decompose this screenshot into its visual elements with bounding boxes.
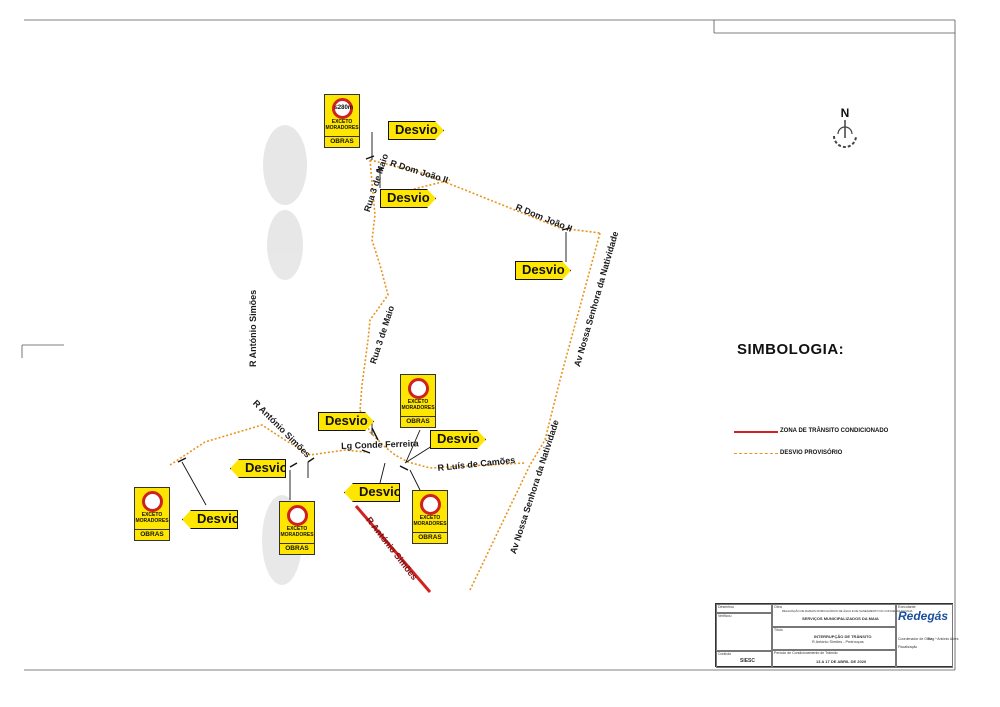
work-description: REALIZAÇÃO DE RAMAIS DOMICILIÁRIOS DE ÁG… xyxy=(782,609,913,613)
title-block-right xyxy=(896,604,953,668)
no-entry-sign: EXCETO MORADORES OBRAS xyxy=(400,374,436,428)
title-line-2: R António Simões - Pedrouços xyxy=(812,640,864,644)
works-label: OBRAS xyxy=(401,416,435,427)
redegas-logo: Redegás xyxy=(898,609,949,623)
detour-arrow-sign: Desvio xyxy=(388,121,444,140)
period-label: Período de Condicionamento de Trânsito xyxy=(774,651,838,655)
works-label: OBRAS xyxy=(135,529,169,540)
title-block-center xyxy=(772,604,896,668)
detour-arrow-sign: Desvio xyxy=(318,412,374,431)
inspection-label: Fiscalização xyxy=(898,645,918,649)
title-block-left xyxy=(716,604,772,668)
client-label: Executante xyxy=(898,605,916,609)
legend-label-restricted: ZONA DE TRÂNSITO CONDICIONADO xyxy=(780,428,889,434)
work-label: Obra xyxy=(774,605,782,609)
north-label: N xyxy=(841,106,850,120)
title-block-row xyxy=(772,626,896,628)
no-entry-disc-icon xyxy=(286,505,308,526)
exception-text: EXCETO MORADORES xyxy=(280,526,314,538)
title-block-row xyxy=(716,650,772,652)
title-label: Título xyxy=(774,628,783,632)
exception-text: EXCETO MORADORES xyxy=(325,119,359,131)
restricted-zone-line xyxy=(354,505,432,593)
no-entry-disc-icon xyxy=(419,494,441,515)
no-entry-sign: EXCETO MORADORES OBRAS xyxy=(134,487,170,541)
control-label: Controlo xyxy=(718,652,732,656)
street-label: R António Simões xyxy=(248,289,258,367)
legend-label-detour: DESVIO PROVISÓRIO xyxy=(780,450,843,456)
verified-label: Verificou xyxy=(718,614,732,618)
exception-text: EXCETO MORADORES xyxy=(413,515,447,527)
sign-poles xyxy=(181,132,567,506)
owner-label: Coordenador de Obra xyxy=(898,637,933,641)
restriction-disc-icon: ≤280m xyxy=(331,98,354,119)
detour-arrow-sign: Desvio xyxy=(344,483,400,502)
detour-arrow-sign: Desvio xyxy=(182,510,238,529)
north-arrow: N xyxy=(830,106,860,167)
works-label: OBRAS xyxy=(413,532,447,543)
title-block-row xyxy=(716,612,772,614)
no-entry-sign: EXCETO MORADORES OBRAS xyxy=(412,490,448,544)
detour-arrow-sign: Desvio xyxy=(515,261,571,280)
sheet-frame xyxy=(21,19,956,671)
works-label: OBRAS xyxy=(280,543,314,554)
title-block-row xyxy=(772,649,896,651)
entity-name: SERVIÇOS MUNICIPALIZADOS DA MAIA xyxy=(802,616,879,621)
detour-arrow-sign: Desvio xyxy=(230,459,286,478)
period-dates: 13 A 17 DE ABRIL DE 2020 xyxy=(816,659,867,664)
legend-swatch-restricted xyxy=(734,431,778,433)
detour-arrow-sign: Desvio xyxy=(380,189,436,208)
detour-arrow-sign: Desvio xyxy=(430,430,486,449)
legend-swatch-detour xyxy=(734,453,778,454)
compass-icon: N xyxy=(833,106,857,148)
control-value: SIESC xyxy=(740,658,756,664)
exception-text: EXCETO MORADORES xyxy=(401,399,435,411)
designed-label: Desenhou xyxy=(718,605,734,609)
no-entry-disc-icon xyxy=(407,378,429,399)
title-line-1: INTERRUPÇÃO DE TRÂNSITO xyxy=(814,634,872,639)
no-entry-sign: EXCETO MORADORES OBRAS xyxy=(279,501,315,555)
works-label: OBRAS xyxy=(325,136,359,147)
detour-routes xyxy=(169,159,601,591)
title-block: Desenhou Verificou Controlo SIESC Obra R… xyxy=(715,603,958,668)
legend-title: SIMBOLOGIA: xyxy=(737,341,845,358)
weight-restriction-sign: ≤280m EXCETO MORADORES OBRAS xyxy=(324,94,360,148)
exception-text: EXCETO MORADORES xyxy=(135,512,169,524)
restriction-value: ≤280m xyxy=(334,105,354,111)
coordinator-name: Eng.º António Alves xyxy=(928,637,959,641)
no-entry-disc-icon xyxy=(141,491,163,512)
